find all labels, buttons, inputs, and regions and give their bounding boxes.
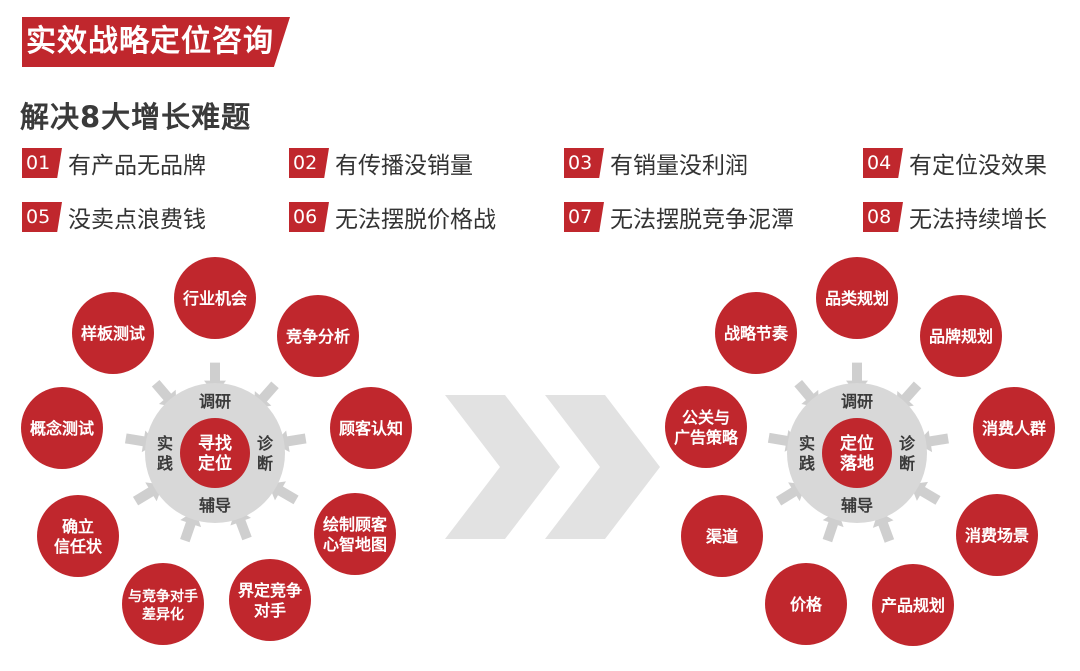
node-label: 公关与 bbox=[682, 408, 730, 427]
problem-number-badge: 04 bbox=[863, 148, 903, 178]
left-wheel: 寻找定位调研辅导实践诊断行业机会竞争分析顾客认知绘制顾客心智地图界定竞争对手与竞… bbox=[21, 257, 412, 645]
hub-label-top: 调研 bbox=[841, 392, 873, 411]
node-label: 对手 bbox=[254, 601, 286, 620]
chevron-icon bbox=[445, 395, 560, 539]
problem-text: 有定位没效果 bbox=[909, 153, 1047, 179]
problem-text: 无法摆脱竞争泥潭 bbox=[610, 207, 794, 233]
node-circle: 品类规划 bbox=[816, 257, 898, 339]
node-label: 概念测试 bbox=[30, 419, 94, 438]
problem-text: 有传播没销量 bbox=[335, 153, 473, 179]
node-label: 渠道 bbox=[706, 527, 738, 546]
center-circle bbox=[180, 418, 250, 488]
node-label: 品类规划 bbox=[825, 289, 889, 308]
node-label: 战略节奏 bbox=[724, 324, 789, 343]
node-label: 确立 bbox=[62, 517, 94, 536]
center-label: 定位 bbox=[840, 433, 874, 454]
node-label: 顾客认知 bbox=[339, 419, 403, 438]
hub-label-left: 实 bbox=[157, 434, 173, 453]
node-label: 心智地图 bbox=[323, 535, 387, 554]
hub-label-right: 诊 bbox=[899, 434, 916, 453]
center-label: 落地 bbox=[840, 453, 874, 474]
node-circle: 顾客认知 bbox=[330, 387, 412, 469]
problem-item: 03 有销量没利润 bbox=[564, 148, 748, 179]
page-subtitle: 解决8大增长难题 bbox=[20, 100, 252, 134]
node-circle: 产品规划 bbox=[872, 564, 954, 646]
hub-label-left: 践 bbox=[157, 454, 173, 473]
center-circle bbox=[822, 418, 892, 488]
problem-item: 06 无法摆脱价格战 bbox=[289, 202, 496, 233]
hub-label-left: 践 bbox=[799, 454, 815, 473]
hub-label-right: 断 bbox=[899, 454, 915, 473]
node-circle: 战略节奏 bbox=[715, 292, 797, 374]
node-label: 样板测试 bbox=[81, 324, 145, 343]
chevron-arrows bbox=[445, 395, 660, 539]
center-label: 定位 bbox=[198, 453, 232, 474]
title-banner: 实效战略定位咨询 bbox=[22, 17, 290, 67]
hub-label-left: 实 bbox=[799, 434, 815, 453]
problem-number-badge: 07 bbox=[564, 202, 604, 232]
problem-item: 04 有定位没效果 bbox=[863, 148, 1047, 179]
hub-label-top: 调研 bbox=[199, 392, 231, 411]
hub-label-bottom: 辅导 bbox=[199, 496, 231, 515]
problem-item: 07 无法摆脱竞争泥潭 bbox=[564, 202, 794, 233]
problem-number-badge: 06 bbox=[289, 202, 329, 232]
node-circle: 样板测试 bbox=[72, 292, 154, 374]
node-label: 消费场景 bbox=[965, 526, 1029, 545]
problem-item: 05 没卖点浪费钱 bbox=[22, 202, 206, 233]
problem-item: 01 有产品无品牌 bbox=[22, 148, 206, 179]
node-label: 界定竞争 bbox=[238, 581, 302, 600]
problem-number-badge: 01 bbox=[22, 148, 62, 178]
problem-number-badge: 02 bbox=[289, 148, 329, 178]
problem-text: 没卖点浪费钱 bbox=[68, 207, 206, 233]
node-label: 信任状 bbox=[54, 537, 103, 556]
center-label: 寻找 bbox=[198, 433, 232, 454]
problem-item: 08 无法持续增长 bbox=[863, 202, 1047, 233]
chevron-icon bbox=[545, 395, 660, 539]
node-label: 与竞争对手 bbox=[128, 588, 198, 605]
problem-text: 有销量没利润 bbox=[610, 153, 748, 179]
hub-label-right: 断 bbox=[257, 454, 273, 473]
node-label: 价格 bbox=[790, 595, 823, 614]
problem-item: 02 有传播没销量 bbox=[289, 148, 473, 179]
node-circle: 消费人群 bbox=[973, 387, 1055, 469]
node-circle: 行业机会 bbox=[174, 257, 256, 339]
node-label: 行业机会 bbox=[182, 289, 247, 308]
problem-number-badge: 05 bbox=[22, 202, 62, 232]
node-label: 差异化 bbox=[142, 606, 184, 623]
node-circle: 渠道 bbox=[681, 495, 763, 577]
node-circle: 价格 bbox=[765, 563, 847, 645]
arrow-icon bbox=[910, 481, 941, 505]
node-label: 竞争分析 bbox=[286, 327, 350, 346]
problem-number-badge: 03 bbox=[564, 148, 604, 178]
node-circle: 竞争分析 bbox=[277, 295, 359, 377]
node-circle: 品牌规划 bbox=[920, 295, 1002, 377]
node-circle: 概念测试 bbox=[21, 387, 103, 469]
node-label: 消费人群 bbox=[982, 419, 1046, 438]
problem-number-badge: 08 bbox=[863, 202, 903, 232]
node-label: 品牌规划 bbox=[929, 327, 993, 346]
node-circle: 消费场景 bbox=[956, 494, 1038, 576]
node-label: 绘制顾客 bbox=[323, 515, 388, 534]
hub-label-bottom: 辅导 bbox=[841, 496, 873, 515]
hub-label-right: 诊 bbox=[257, 434, 274, 453]
page-title: 实效战略定位咨询 bbox=[26, 24, 274, 59]
node-label: 产品规划 bbox=[881, 596, 945, 615]
node-label: 广告策略 bbox=[674, 428, 739, 447]
problem-text: 有产品无品牌 bbox=[68, 153, 206, 179]
problem-text: 无法摆脱价格战 bbox=[335, 207, 496, 233]
problem-text: 无法持续增长 bbox=[909, 207, 1047, 233]
